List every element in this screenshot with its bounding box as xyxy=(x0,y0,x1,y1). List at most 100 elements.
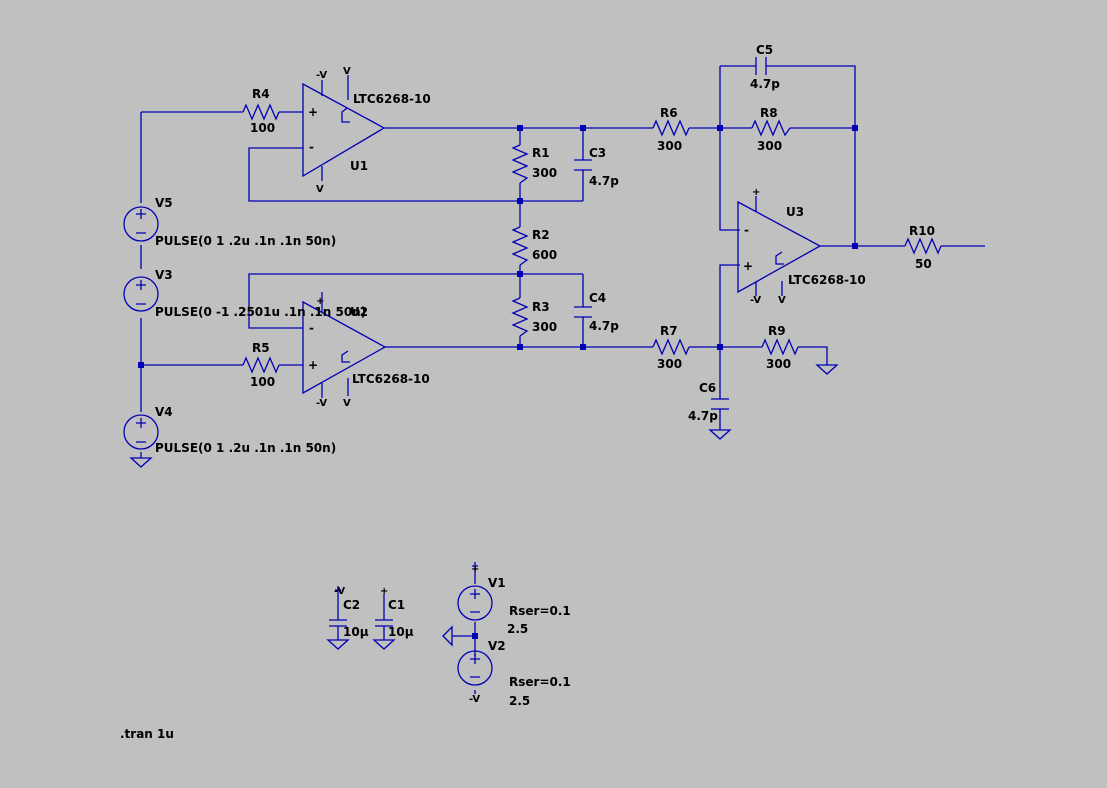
voltage-source-icon xyxy=(123,276,159,312)
u1-part-label: LTC6268-10 xyxy=(353,92,431,106)
polarity-icon xyxy=(470,589,480,613)
capacitor-symbol-icon xyxy=(574,159,592,171)
resistor-symbol-icon xyxy=(761,338,799,356)
resistor-symbol-icon xyxy=(652,119,690,137)
grounds xyxy=(129,364,839,650)
resistor-symbol-icon xyxy=(242,356,280,374)
c3-value: 4.7p xyxy=(589,174,619,188)
v4-value: PULSE(0 1 .2u .1n .1n 50n) xyxy=(155,441,336,455)
v3-value: PULSE(0 -1 .2501u .1n .1n 50n) xyxy=(155,305,366,319)
v4-label: V4 xyxy=(155,405,173,419)
source-v1[interactable]: + V1 Rser=0.1 2.5 xyxy=(457,562,571,636)
u2-plus-pin: + xyxy=(308,358,318,372)
opamp-triangle-icon xyxy=(302,82,386,178)
resistor-symbol-icon xyxy=(511,144,529,184)
v1-rser: Rser=0.1 xyxy=(509,604,571,618)
source-v5[interactable]: V5 PULSE(0 1 .2u .1n .1n 50n) xyxy=(123,196,336,248)
resistor-symbol-icon xyxy=(242,103,280,121)
r7-label: R7 xyxy=(660,324,678,338)
u2-vplus-label: V xyxy=(343,398,351,409)
v1-value: 2.5 xyxy=(507,622,528,636)
c4-value: 4.7p xyxy=(589,319,619,333)
resistor-r5[interactable]: R5 100 xyxy=(242,341,280,389)
opamp-u1[interactable]: + - -V V V LTC6268-10 U1 xyxy=(302,66,431,195)
u3-vminus-label: -V xyxy=(750,295,761,306)
opamp-u2[interactable]: - + + -V V LTC6268-10 U2 xyxy=(302,292,430,409)
v2-value: 2.5 xyxy=(509,694,530,708)
r6-label: R6 xyxy=(660,106,678,120)
u1-vminus-label: -V xyxy=(316,70,327,81)
wires xyxy=(140,65,985,694)
capacitor-c1[interactable]: + C1 10µ xyxy=(375,586,414,639)
r6-value: 300 xyxy=(657,139,682,153)
voltage-source-icon xyxy=(123,206,159,242)
r9-value: 300 xyxy=(766,357,791,371)
supply-v-flag-icon xyxy=(335,586,341,594)
resistor-symbol-icon xyxy=(751,119,791,137)
spice-directive[interactable]: .tran 1u xyxy=(120,727,174,741)
u2-part-label: LTC6268-10 xyxy=(352,372,430,386)
c6-value: 4.7p xyxy=(688,409,718,423)
c2-label: C2 xyxy=(343,598,360,612)
resistor-r10[interactable]: R10 50 xyxy=(904,224,942,271)
junction xyxy=(580,344,586,350)
junction xyxy=(717,344,723,350)
resistor-symbol-icon xyxy=(904,237,942,255)
u1-plus-pin: + xyxy=(308,105,318,119)
c2-supply-label: -V xyxy=(334,586,345,597)
r4-label: R4 xyxy=(252,87,270,101)
c2-value: 10µ xyxy=(343,625,369,639)
junction xyxy=(852,125,858,131)
capacitor-c5[interactable]: C5 4.7p xyxy=(750,43,780,91)
resistor-r4[interactable]: R4 100 xyxy=(242,87,280,135)
v5-label: V5 xyxy=(155,196,173,210)
r3-value: 300 xyxy=(532,320,557,334)
voltage-source-icon xyxy=(457,650,493,686)
opamp-u3[interactable]: - + + -V V U3 LTC6268-10 xyxy=(737,187,866,306)
c3-label: C3 xyxy=(589,146,606,160)
source-v3[interactable]: V3 PULSE(0 -1 .2501u .1n .1n 50n) xyxy=(123,268,366,319)
u3-minus-pin: - xyxy=(744,223,749,237)
junction xyxy=(517,271,523,277)
u3-vplus-label: V xyxy=(778,295,786,306)
resistor-r6[interactable]: R6 300 xyxy=(652,106,690,153)
source-v4[interactable]: V4 PULSE(0 1 .2u .1n .1n 50n) xyxy=(123,405,336,455)
junction xyxy=(517,344,523,350)
supply-v-flag-icon xyxy=(472,562,478,570)
wire-c5 xyxy=(720,65,856,246)
u1-minus-pin: - xyxy=(309,140,314,154)
wire-u3-plus xyxy=(719,264,740,430)
resistor-r2[interactable]: R2 600 xyxy=(511,226,557,266)
resistor-r8[interactable]: R8 300 xyxy=(751,106,791,153)
resistor-r7[interactable]: R7 300 xyxy=(652,324,690,371)
capacitor-c3[interactable]: C3 4.7p xyxy=(574,146,619,188)
ground-icon xyxy=(129,457,153,468)
polarity-icon xyxy=(136,209,146,234)
source-v2[interactable]: V2 Rser=0.1 2.5 -V xyxy=(457,639,571,708)
v1-label: V1 xyxy=(488,576,506,590)
capacitor-c4[interactable]: C4 4.7p xyxy=(574,291,619,333)
resistor-r3[interactable]: R3 300 xyxy=(511,297,557,337)
u2-vtop-label: + xyxy=(316,296,324,307)
r2-label: R2 xyxy=(532,228,550,242)
junction xyxy=(517,125,523,131)
voltage-source-icon xyxy=(123,414,159,450)
capacitor-c2[interactable]: -V C2 10µ xyxy=(329,586,369,639)
resistor-symbol-icon xyxy=(652,338,690,356)
r9-label: R9 xyxy=(768,324,786,338)
junction xyxy=(472,633,478,639)
u2-vminus-label: -V xyxy=(316,398,327,409)
c4-label: C4 xyxy=(589,291,606,305)
r10-value: 50 xyxy=(915,257,932,271)
u1-vbottom-label: V xyxy=(316,184,324,195)
capacitor-symbol-icon xyxy=(711,398,729,410)
ground-icon xyxy=(326,639,350,650)
c5-value: 4.7p xyxy=(750,77,780,91)
c1-label: C1 xyxy=(388,598,405,612)
r5-value: 100 xyxy=(250,375,275,389)
resistor-r9[interactable]: R9 300 xyxy=(761,324,799,371)
capacitor-c6[interactable]: C6 4.7p xyxy=(688,381,729,423)
polarity-icon xyxy=(136,280,146,305)
resistor-r1[interactable]: R1 300 xyxy=(511,144,557,184)
